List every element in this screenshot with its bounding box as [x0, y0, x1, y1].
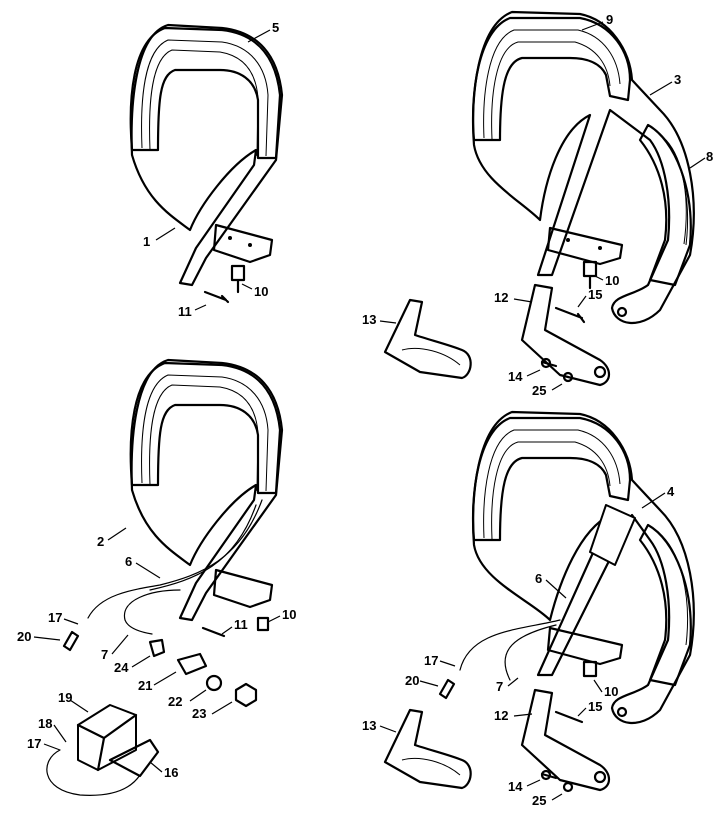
bracket-12b	[520, 688, 611, 792]
callout-17: 17	[27, 736, 41, 751]
handlebar-3	[471, 10, 695, 325]
callout-10: 10	[282, 607, 296, 622]
pin-20b	[438, 678, 456, 700]
grip-2	[129, 361, 282, 495]
callout-20: 20	[405, 673, 419, 688]
callout-3: 3	[674, 72, 681, 87]
callout-10: 10	[605, 273, 619, 288]
callout-23: 23	[192, 706, 206, 721]
callout-17: 17	[48, 610, 62, 625]
callout-7: 7	[101, 647, 108, 662]
callout-6: 6	[125, 554, 132, 569]
handlebar-2	[130, 358, 284, 622]
callout-25: 25	[532, 383, 546, 398]
washer-22	[205, 674, 223, 692]
washer-25	[562, 371, 574, 383]
handlebar-assembly-4	[383, 410, 695, 793]
screw-10	[230, 264, 246, 294]
callout-17: 17	[424, 653, 438, 668]
callout-4: 4	[667, 484, 675, 499]
handlebar-4	[471, 410, 695, 725]
screw-10c	[256, 616, 270, 632]
callout-21: 21	[138, 678, 152, 693]
callout-2: 2	[97, 534, 104, 549]
generator-19	[77, 704, 137, 771]
grip-9	[471, 16, 632, 142]
callout-25: 25	[532, 793, 546, 808]
wire-7	[123, 589, 181, 635]
callout-15: 15	[588, 287, 602, 302]
callout-20: 20	[17, 629, 31, 644]
bracket-12	[520, 283, 611, 387]
clip-16	[108, 738, 160, 778]
callout-22: 22	[168, 694, 182, 709]
callout-9: 9	[606, 12, 613, 27]
callout-1: 1	[143, 234, 150, 249]
cover-13b	[383, 708, 472, 790]
callout-24: 24	[114, 660, 129, 675]
handlebar-assembly-2	[46, 358, 284, 796]
screw-11	[203, 290, 230, 304]
callout-12: 12	[494, 708, 508, 723]
callout-16: 16	[164, 765, 178, 780]
cover-13	[383, 298, 472, 380]
callout-labels: 5 1 10 11 9 3 8 10 12 15 13 14 25 2 6 17…	[17, 12, 713, 808]
grip-8	[638, 123, 692, 287]
callout-13: 13	[362, 718, 376, 733]
harness-16	[46, 749, 141, 796]
wire-6	[87, 499, 263, 619]
callout-6: 6	[535, 571, 542, 586]
callout-12: 12	[494, 290, 508, 305]
callout-13: 13	[362, 312, 376, 327]
nut-23	[234, 682, 258, 708]
callout-8: 8	[706, 149, 713, 164]
grip-4	[471, 416, 632, 542]
callout-11: 11	[234, 617, 248, 632]
callout-10: 10	[254, 284, 268, 299]
callout-5: 5	[272, 20, 279, 35]
callout-11: 11	[178, 304, 192, 319]
screw-11b	[201, 626, 226, 638]
callout-19: 19	[58, 690, 72, 705]
connector-24	[148, 638, 166, 658]
handlebar-assembly-1	[129, 23, 284, 304]
screw-15	[554, 306, 586, 324]
callout-14: 14	[508, 779, 523, 794]
callout-7: 7	[496, 679, 503, 694]
leader-lines	[33, 21, 706, 801]
callout-10: 10	[604, 684, 618, 699]
pin-20	[62, 630, 80, 652]
handlebar-1	[130, 23, 284, 287]
handlebar-assembly-3	[383, 10, 695, 387]
callout-18: 18	[38, 716, 52, 731]
callout-14: 14	[508, 369, 523, 384]
screw-10b	[582, 260, 598, 290]
switch-21	[176, 652, 208, 676]
grip-5	[129, 26, 282, 160]
callout-15: 15	[588, 699, 602, 714]
